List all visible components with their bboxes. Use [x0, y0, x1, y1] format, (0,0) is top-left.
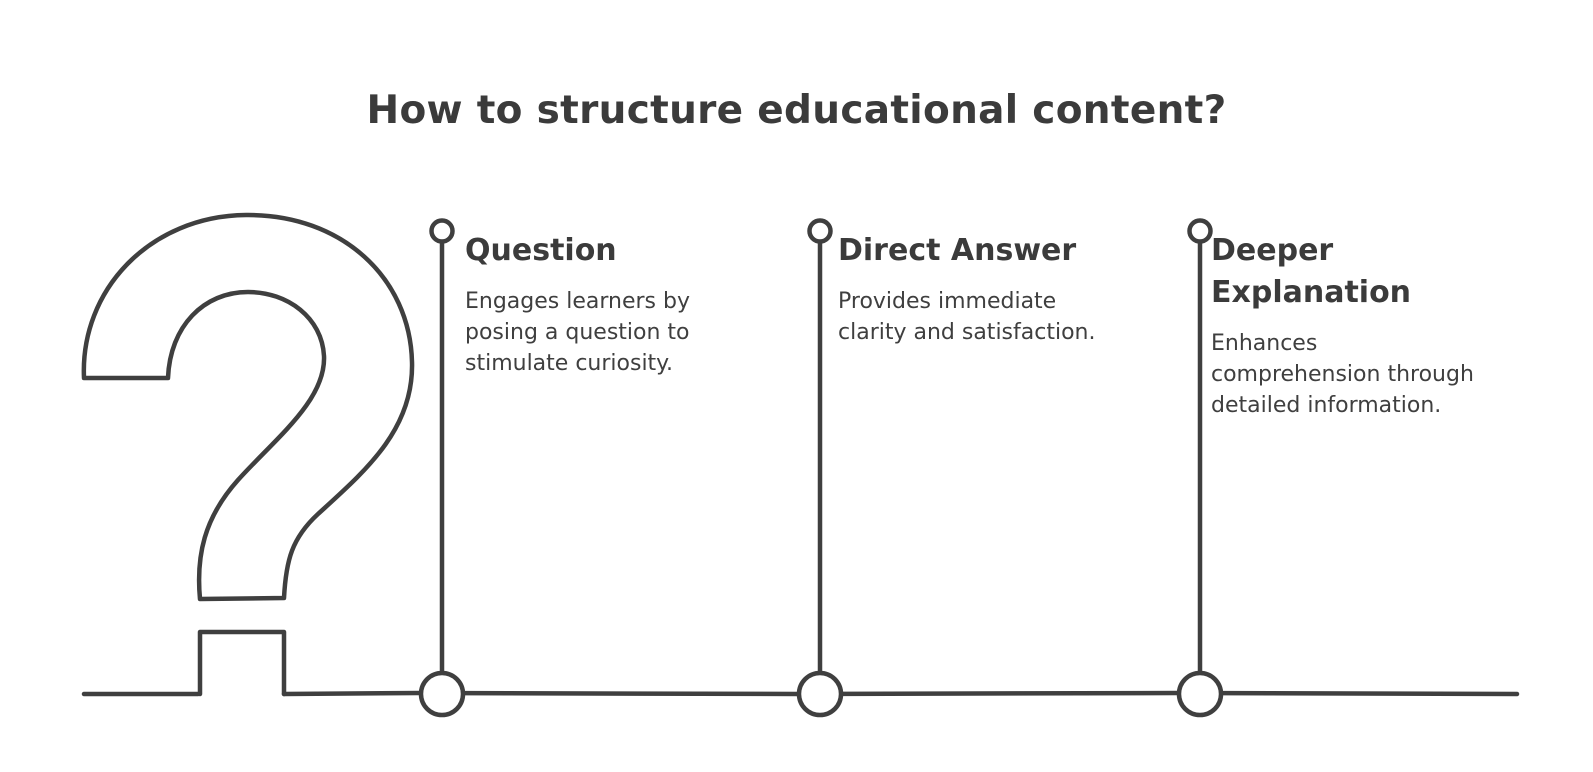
step-1-bottom-node [418, 670, 466, 718]
step-2-top-node [807, 218, 833, 244]
page-title: How to structure educational content? [366, 88, 1227, 133]
step-heading: Deeper Explanation [1211, 233, 1412, 310]
step-3-bottom-node [1176, 670, 1224, 718]
step-1-top-node [429, 218, 455, 244]
step-description: Enhances comprehension through detailed … [1211, 331, 1474, 418]
step-deeper-explanation: Deeper Explanation Enhances comprehensio… [1211, 230, 1491, 421]
step-direct-answer: Direct Answer Provides immediate clarity… [838, 230, 1128, 348]
step-description: Engages learners by posing a question to… [465, 289, 690, 376]
step-question: Question Engages learners by posing a qu… [465, 230, 755, 379]
step-3-top-node [1187, 218, 1213, 244]
step-2-bottom-node [796, 670, 844, 718]
question-mark-icon [81, 212, 415, 602]
step-heading: Question [465, 233, 617, 268]
step-description: Provides immediate clarity and satisfact… [838, 289, 1096, 345]
question-mark-dot [197, 629, 287, 697]
step-heading: Direct Answer [838, 233, 1077, 268]
